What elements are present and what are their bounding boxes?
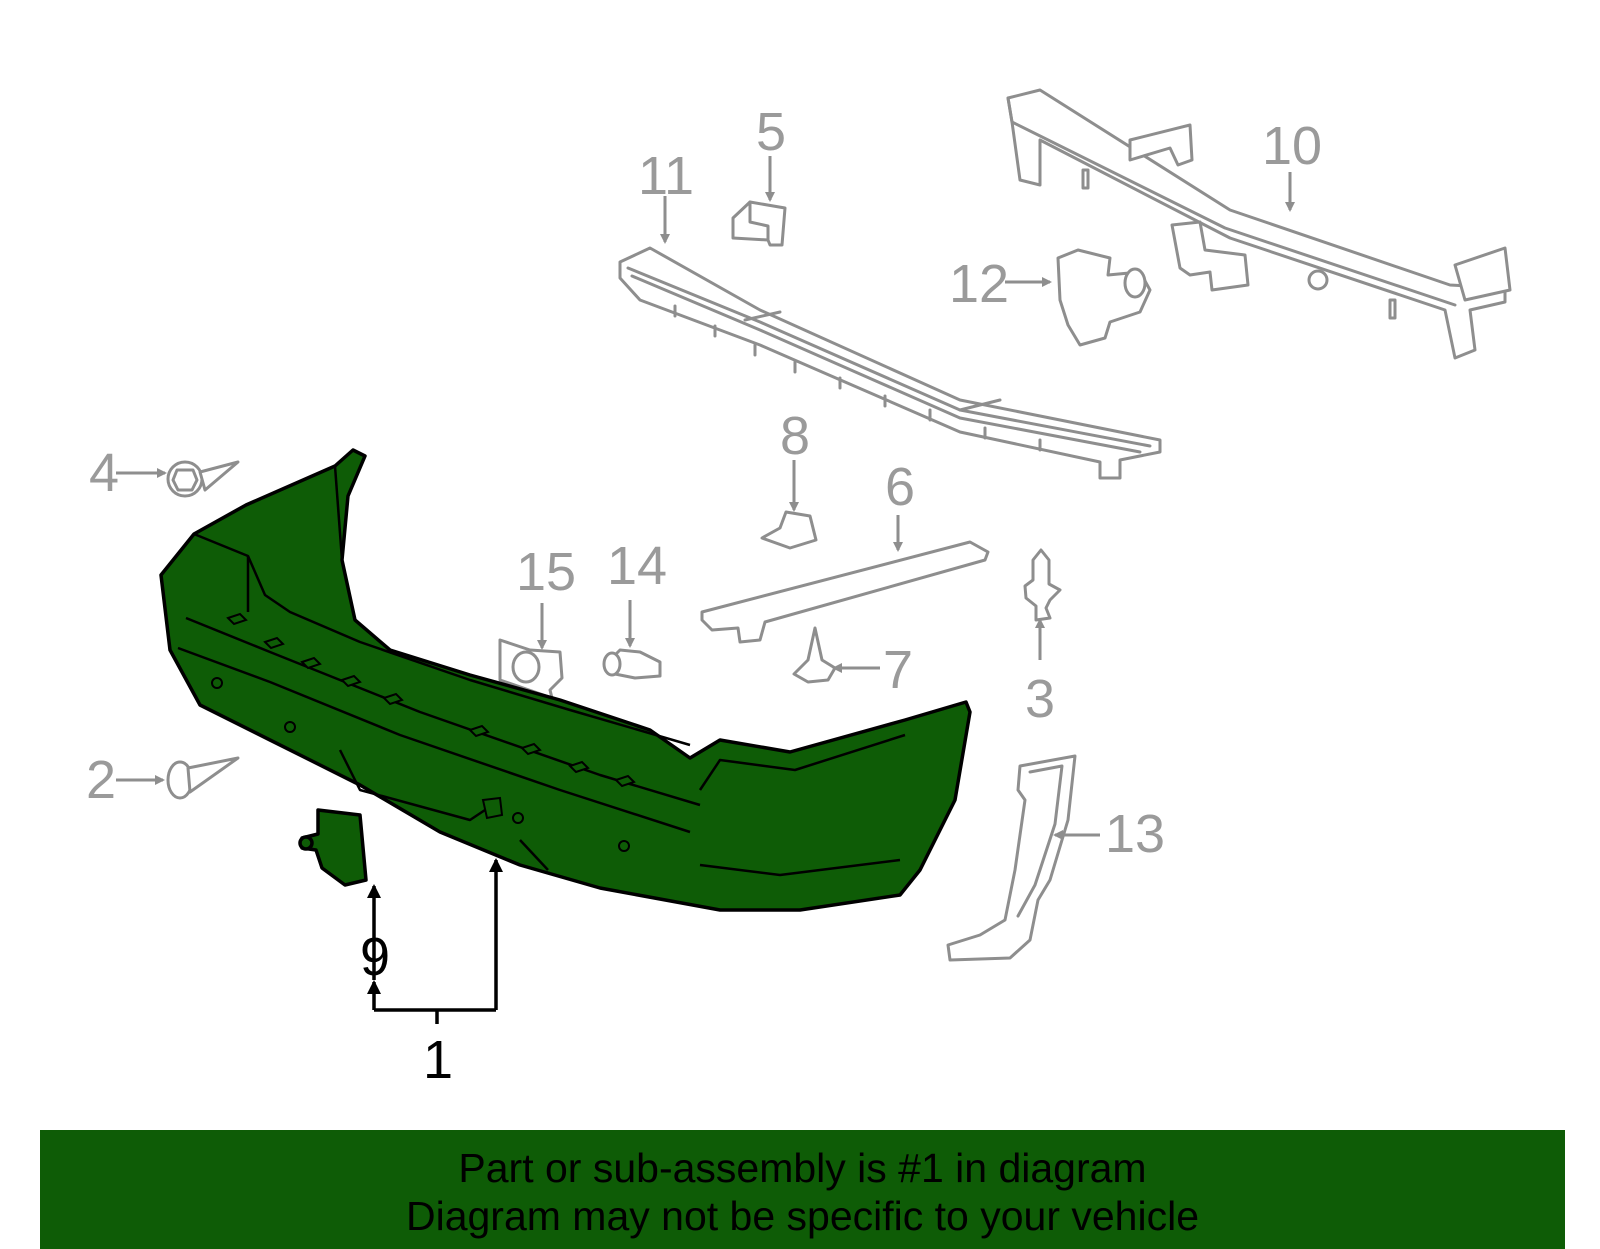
callout-14: 14 [607,536,667,596]
part-5-clip [731,200,787,247]
part-8-clip [760,510,818,550]
part-15-sensor-bracket [498,638,564,700]
callout-15: 15 [516,542,576,602]
part-7-push-pin [792,626,837,684]
part-13-molding [946,754,1077,962]
callout-6: 6 [885,457,915,517]
callout-5: 5 [756,102,786,162]
callout-8: 8 [780,406,810,466]
part-14-park-sensor [602,648,662,680]
part-9-tow-hook-cover [298,808,368,887]
banner-line-1: Part or sub-assembly is #1 in diagram [458,1145,1147,1191]
part-6-bracket [700,540,990,644]
callout-12: 12 [949,254,1009,314]
part-10-impact-bar [1006,88,1512,360]
part-2-screw [166,756,240,800]
part-4-retainer-nut [166,460,240,498]
part-12-sensor [1056,248,1152,347]
callout-11: 11 [638,146,694,206]
assembly-bracket [367,858,503,1024]
callout-1: 1 [423,1030,453,1090]
info-banner: Part or sub-assembly is #1 in diagram Di… [40,1130,1565,1249]
leader-lines [116,156,1295,840]
callout-4: 4 [89,443,119,503]
callout-7: 7 [883,640,913,700]
callout-2: 2 [86,750,116,810]
banner-line-2: Diagram may not be specific to your vehi… [405,1193,1199,1239]
callout-10: 10 [1262,116,1322,176]
callout-9: 9 [360,927,390,987]
part-1-bumper-cover [159,448,972,912]
callout-3: 3 [1025,669,1055,729]
callout-13: 13 [1105,804,1165,864]
part-3-push-pin [1023,548,1062,622]
part-11-energy-absorber [618,246,1162,480]
